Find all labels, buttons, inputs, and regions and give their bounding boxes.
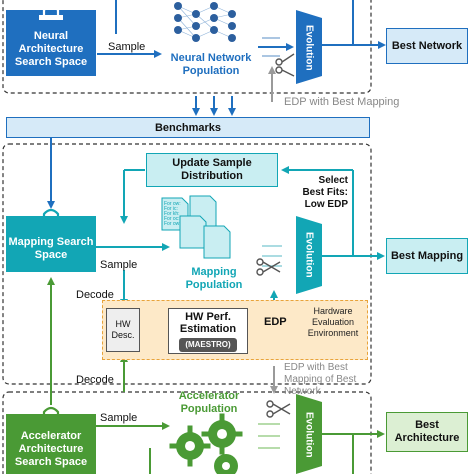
accel-edp-note: EDP with Best Mapping of Best Network — [284, 362, 357, 397]
nas-evolution-block — [296, 10, 322, 84]
benchmarks-bar: Benchmarks — [6, 117, 370, 138]
maestro-badge: (MAESTRO) — [179, 337, 237, 352]
mapping-sample-label: Sample — [100, 259, 138, 271]
nas-population-label: Neural Network Population — [170, 52, 252, 77]
mapping-search-space-label: Mapping Search Space — [8, 236, 94, 261]
best-network-box: Best Network — [386, 28, 468, 64]
mapping-population-label: Mapping Population — [185, 266, 243, 291]
hw-desc-label: HW Desc. — [111, 319, 135, 340]
mapping-doc-line: For kh: — [164, 211, 180, 217]
nas-bag-icon — [39, 4, 63, 20]
mapping-evolution-label: Evolution — [303, 232, 315, 278]
accel-evolution-block — [296, 394, 322, 474]
edp-best-mapping-note: EDP with Best Mapping — [284, 96, 400, 108]
nas-search-space-box: Neural Architecture Search Space — [6, 10, 96, 76]
mapping-doc-line: For oc: — [164, 216, 180, 222]
neural-network-icon — [174, 2, 236, 42]
mapping-doc-line: For ow — [164, 221, 180, 227]
hw-perf-estimation-box: HW Perf. Estimation (MAESTRO) — [168, 308, 248, 354]
accel-selection-arrows — [258, 423, 280, 449]
mapping-search-space-box: Mapping Search Space — [6, 216, 96, 272]
nas-evolution-label: Evolution — [303, 25, 315, 71]
accel-decode-label: Decode — [76, 374, 114, 386]
best-architecture-box: Best Architecture — [386, 412, 468, 452]
accel-sample-label: Sample — [100, 412, 138, 424]
best-network-label: Best Network — [391, 39, 463, 52]
update-sample-distribution-label: Update Sample Distribution — [172, 157, 252, 182]
accel-search-space-label: Accelerator Architecture Search Space — [14, 429, 88, 468]
accel-group-outline — [2, 391, 372, 474]
accel-search-space-box: Accelerator Architecture Search Space — [6, 414, 96, 474]
accel-scissors-icon — [266, 400, 291, 418]
mapping-bag-icon — [39, 208, 63, 224]
mapping-scissors-icon — [256, 258, 281, 276]
gears-icon — [169, 413, 243, 474]
benchmarks-label: Benchmarks — [154, 121, 222, 134]
mapping-group-outline — [2, 143, 372, 385]
select-best-fits-label: Select Best Fits: Low EDP — [302, 175, 348, 210]
benchmarks-input-arrows — [192, 96, 236, 116]
mapping-documents-icon — [161, 195, 231, 259]
nas-sample-label: Sample — [108, 41, 146, 53]
best-mapping-box: Best Mapping — [386, 238, 468, 274]
hw-desc-box: HW Desc. — [106, 308, 140, 352]
mapping-evolution-block — [296, 216, 322, 294]
nas-selection-arrows — [262, 37, 280, 57]
accel-evolution-label: Evolution — [303, 412, 315, 458]
mapping-decode-label: Decode — [76, 289, 114, 301]
edp-label: EDP — [264, 316, 287, 328]
mapping-doc-text: For ow: For ic: For kh: For oc: For ow — [164, 202, 181, 227]
accel-bag-icon — [39, 406, 63, 422]
accel-population-label: Accelerator Population — [178, 390, 240, 415]
mapping-doc-line: For ic: — [164, 206, 178, 212]
nas-search-space-label: Neural Architecture Search Space — [14, 29, 88, 68]
best-architecture-label: Best Architecture — [394, 419, 460, 444]
hw-perf-title: HW Perf. Estimation — [179, 310, 237, 335]
update-sample-distribution-box: Update Sample Distribution — [146, 153, 278, 187]
nas-scissors-icon — [275, 53, 295, 77]
mapping-doc-line: For ow: — [164, 201, 181, 207]
nas-group-outline — [2, 0, 372, 94]
best-mapping-label: Best Mapping — [390, 249, 464, 262]
hw-environment-label: Hardware Evaluation Environment — [307, 306, 359, 338]
